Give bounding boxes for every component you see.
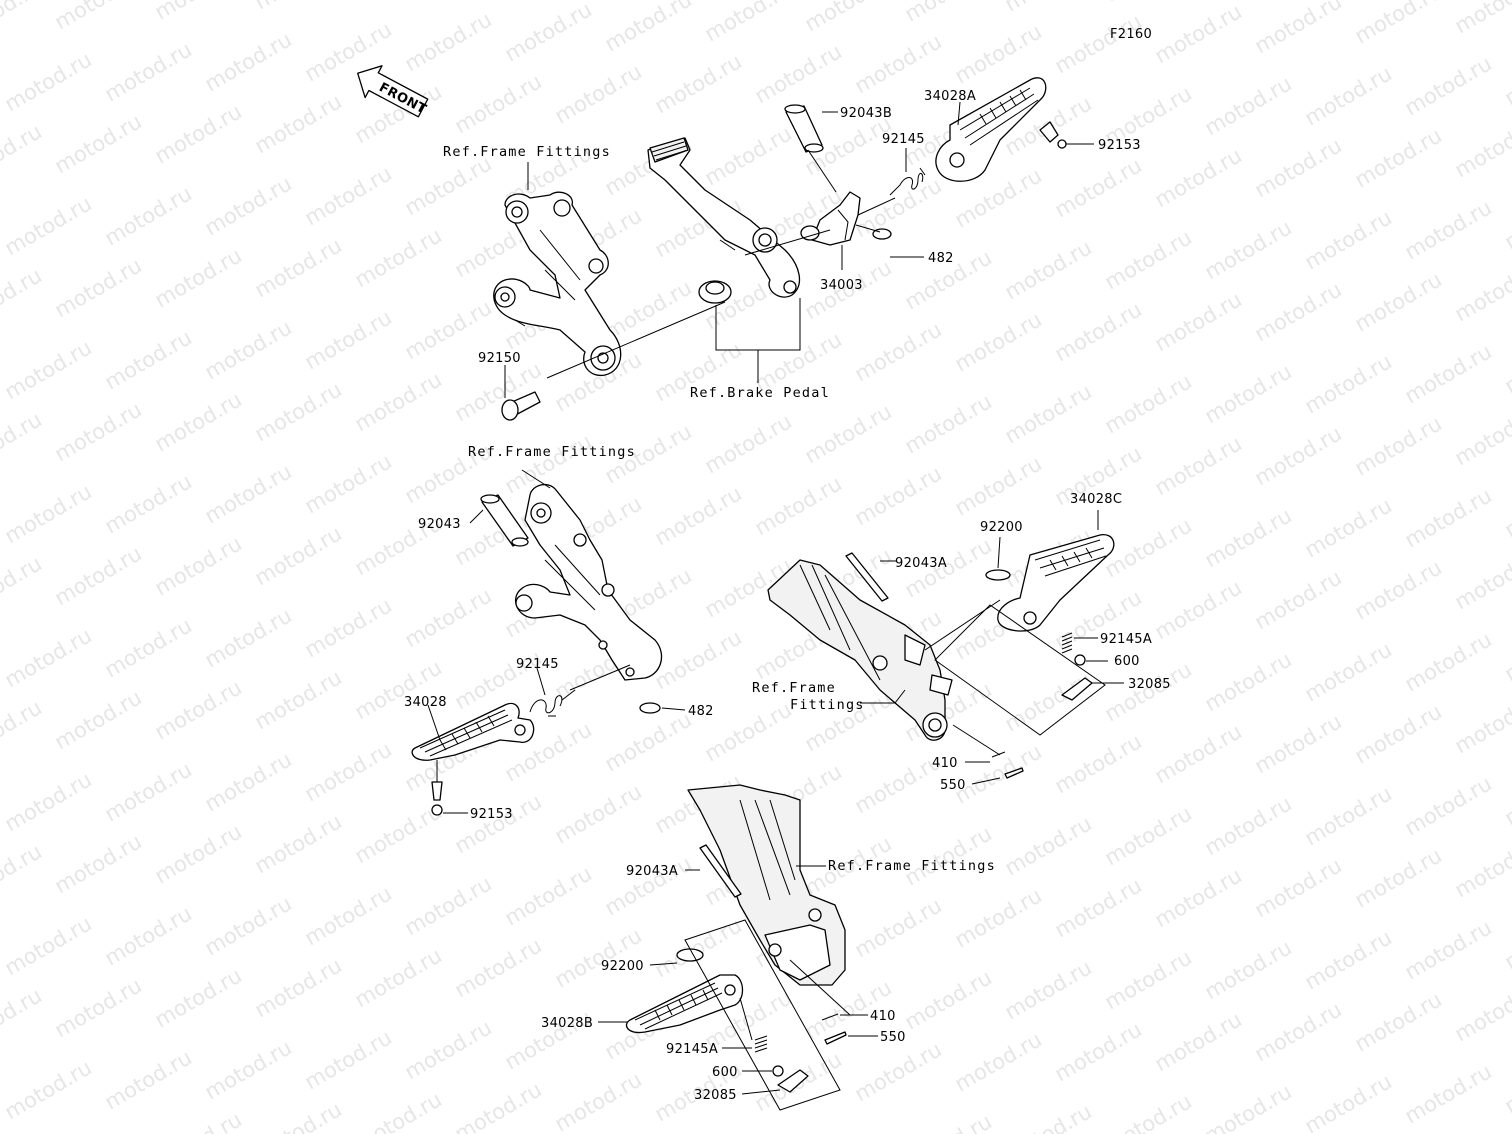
rider-footpeg-bracket (493, 191, 622, 377)
pin-92043B (784, 104, 824, 153)
spring-92145-mid (529, 689, 576, 717)
label-92150: 92150 (478, 351, 521, 366)
label-92043A-bottom: 92043A (626, 864, 678, 879)
ball-600-bottom (772, 1065, 784, 1077)
top-assembly (493, 77, 1094, 421)
pin-410-bottom (821, 1013, 839, 1021)
label-92145A-bottom: 92145A (666, 1042, 718, 1057)
label-600-right: 600 (1114, 654, 1140, 669)
label-410-bottom: 410 (870, 1009, 896, 1024)
ball-600-right (1074, 654, 1086, 666)
ref-frame-fittings-right-2: Fittings (790, 697, 865, 713)
label-92043: 92043 (418, 517, 461, 532)
label-482-top: 482 (928, 251, 954, 266)
label-92200-bottom: 92200 (601, 959, 644, 974)
label-92153-top: 92153 (1098, 138, 1141, 153)
plate-32085-bottom (777, 1069, 809, 1093)
footpeg-34028A (935, 77, 1047, 182)
bolt-92153-mid (431, 760, 443, 816)
label-550-right: 550 (940, 778, 966, 793)
bottom-assembly (598, 784, 878, 1111)
pin-92043A-bottom (699, 844, 742, 898)
circlip-482-mid (639, 702, 661, 714)
pedal-bushing (698, 280, 732, 304)
ref-frame-fittings-top: Ref.Frame Fittings (443, 144, 611, 160)
label-34003: 34003 (820, 278, 863, 293)
spring-92145A-bottom (754, 1035, 768, 1053)
pin-92043 (480, 494, 529, 547)
pin-550-bottom (824, 1031, 847, 1045)
label-482-mid: 482 (688, 704, 714, 719)
label-92200-right: 92200 (980, 520, 1023, 535)
label-92145-mid: 92145 (516, 657, 559, 672)
label-92145-top: 92145 (882, 132, 925, 147)
footpeg-34028 (411, 702, 535, 761)
label-34028: 34028 (404, 695, 447, 710)
label-34028A: 34028A (924, 89, 976, 104)
footpeg-34028C (997, 534, 1115, 632)
label-92153-mid: 92153 (470, 807, 513, 822)
middle-right-assembly (767, 510, 1124, 785)
label-92145A-right: 92145A (1100, 632, 1152, 647)
label-34028C: 34028C (1070, 492, 1122, 507)
spring-92145A-right (1061, 632, 1073, 654)
part-labels: Ref.Frame Fittings Ref.Brake Pedal Ref.F… (404, 89, 1171, 1103)
washer-92200-right (985, 569, 1011, 581)
pin-550-right (1004, 767, 1024, 779)
label-32085-right: 32085 (1128, 677, 1171, 692)
ref-brake-pedal: Ref.Brake Pedal (690, 385, 830, 401)
washer-92200-bottom (676, 948, 704, 962)
label-92043A-right: 92043A (895, 556, 947, 571)
spring-92145-top (889, 167, 926, 196)
label-410-right: 410 (932, 756, 958, 771)
label-550-bottom: 550 (880, 1030, 906, 1045)
diagram-code: F2160 (1110, 27, 1152, 42)
label-32085-bottom: 32085 (694, 1088, 737, 1103)
label-600-bottom: 600 (712, 1065, 738, 1080)
ref-frame-fittings-mid: Ref.Frame Fittings (468, 444, 636, 460)
pin-92043A-right (845, 552, 889, 602)
label-92043B: 92043B (840, 106, 892, 121)
ref-frame-fittings-right-1: Ref.Frame (752, 680, 836, 696)
label-34028B: 34028B (541, 1016, 593, 1031)
bolt-92150 (501, 391, 541, 421)
footpeg-34028B (625, 974, 744, 1034)
middle-left-assembly (411, 469, 686, 816)
ref-frame-fittings-bottom: Ref.Frame Fittings (828, 858, 996, 874)
